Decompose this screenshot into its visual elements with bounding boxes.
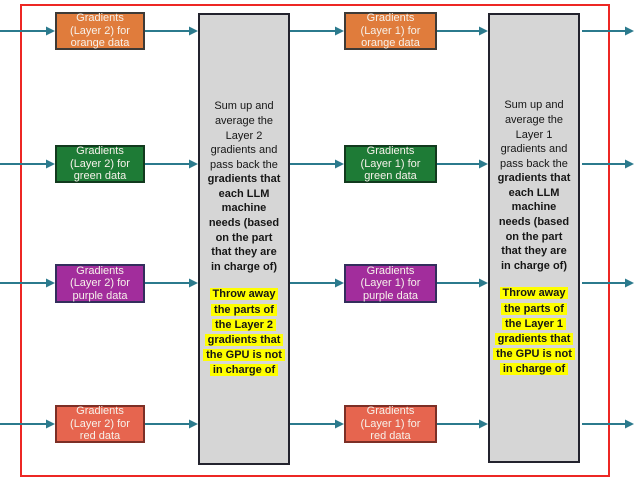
gradients-box-layer1-orange: Gradients (Layer 1) for orange data xyxy=(344,12,437,50)
reducer-layer2-text-bold: gradients that each LLM machine needs (b… xyxy=(207,173,281,273)
reducer-layer1-text-regular: Sum up and average the Layer 1 gradients… xyxy=(500,99,568,170)
diagram-red-frame xyxy=(20,4,610,477)
reducer-layer1-highlight: Throw away the parts of the Layer 1 grad… xyxy=(493,286,575,377)
gradients-box-layer1-green: Gradients (Layer 1) for green data xyxy=(344,145,437,183)
gradients-box-layer2-red: Gradients (Layer 2) for red data xyxy=(55,405,145,443)
reducer-box-layer2: Sum up and average the Layer 2 gradients… xyxy=(198,13,290,465)
gradients-box-layer2-orange: Gradients (Layer 2) for orange data xyxy=(55,12,145,50)
reducer-layer1-text-bold: gradients that each LLM machine needs (b… xyxy=(497,172,571,272)
reducer-box-layer1: Sum up and average the Layer 1 gradients… xyxy=(488,13,580,463)
gradients-box-layer2-green: Gradients (Layer 2) for green data xyxy=(55,145,145,183)
reducer-layer2-text-regular: Sum up and average the Layer 2 gradients… xyxy=(210,100,278,171)
gradients-box-layer1-red: Gradients (Layer 1) for red data xyxy=(344,405,437,443)
reducer-layer2-description: Sum up and average the Layer 2 gradients… xyxy=(208,99,281,274)
reducer-layer1-highlight-text: Throw away the parts of the Layer 1 grad… xyxy=(493,287,575,376)
reducer-layer2-highlight-text: Throw away the parts of the Layer 2 grad… xyxy=(203,288,285,377)
gradients-box-layer2-purple: Gradients (Layer 2) for purple data xyxy=(55,264,145,303)
reducer-layer2-highlight: Throw away the parts of the Layer 2 grad… xyxy=(203,287,285,378)
reducer-layer1-description: Sum up and average the Layer 1 gradients… xyxy=(498,98,571,273)
gradients-box-layer1-purple: Gradients (Layer 1) for purple data xyxy=(344,264,437,303)
